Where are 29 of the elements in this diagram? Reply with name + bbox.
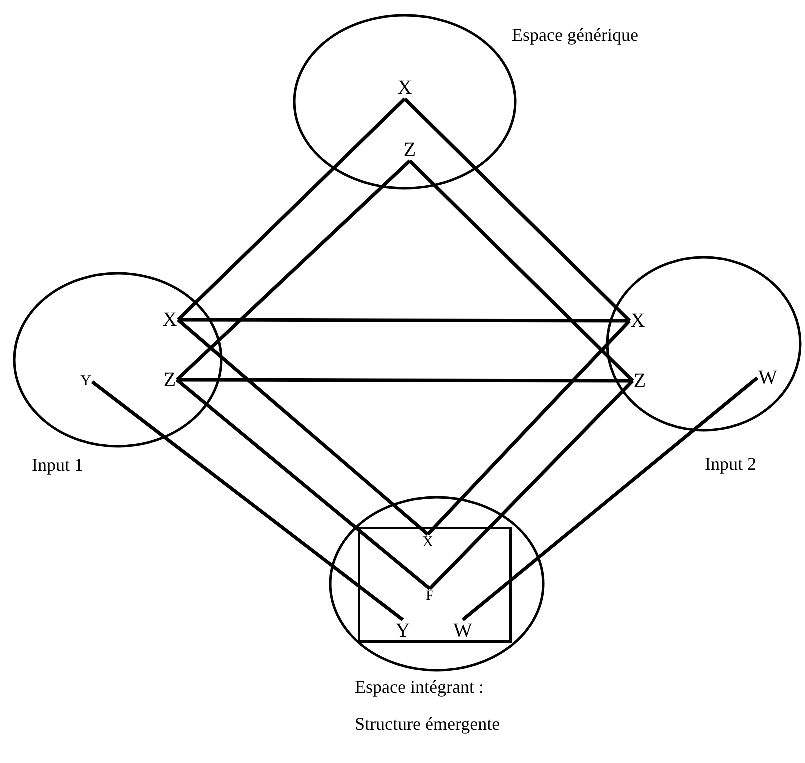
connector-line xyxy=(426,320,632,536)
connector-line xyxy=(177,378,633,383)
space-label: Espace intégrant : xyxy=(355,678,484,696)
element-letter: X xyxy=(422,536,434,550)
connector-line xyxy=(404,98,631,322)
element-letter: X xyxy=(398,78,412,98)
space-label: Input 1 xyxy=(32,456,84,474)
element-letter: W xyxy=(758,368,778,388)
element-letter: X xyxy=(630,311,646,331)
element-letter: Y xyxy=(80,374,92,390)
connector-line xyxy=(408,160,634,382)
connector-line xyxy=(177,318,430,536)
element-letter: Z xyxy=(164,370,176,390)
space-label: Structure émergente xyxy=(355,715,500,733)
space-label: Input 2 xyxy=(705,455,756,473)
element-letter: X xyxy=(162,310,178,330)
connector-line xyxy=(176,160,412,382)
connector-line xyxy=(177,98,406,322)
element-letter: Z xyxy=(404,140,416,160)
connector-line xyxy=(178,318,630,323)
element-letter: F xyxy=(426,590,434,604)
space-label: Espace générique xyxy=(512,26,638,44)
connector-line xyxy=(428,380,634,590)
element-letter: Y xyxy=(396,621,410,641)
connector-line xyxy=(176,378,432,590)
connector-line xyxy=(462,376,759,622)
connector-line xyxy=(91,380,404,622)
element-letter: Z xyxy=(634,371,646,391)
element-letter: W xyxy=(454,621,472,641)
